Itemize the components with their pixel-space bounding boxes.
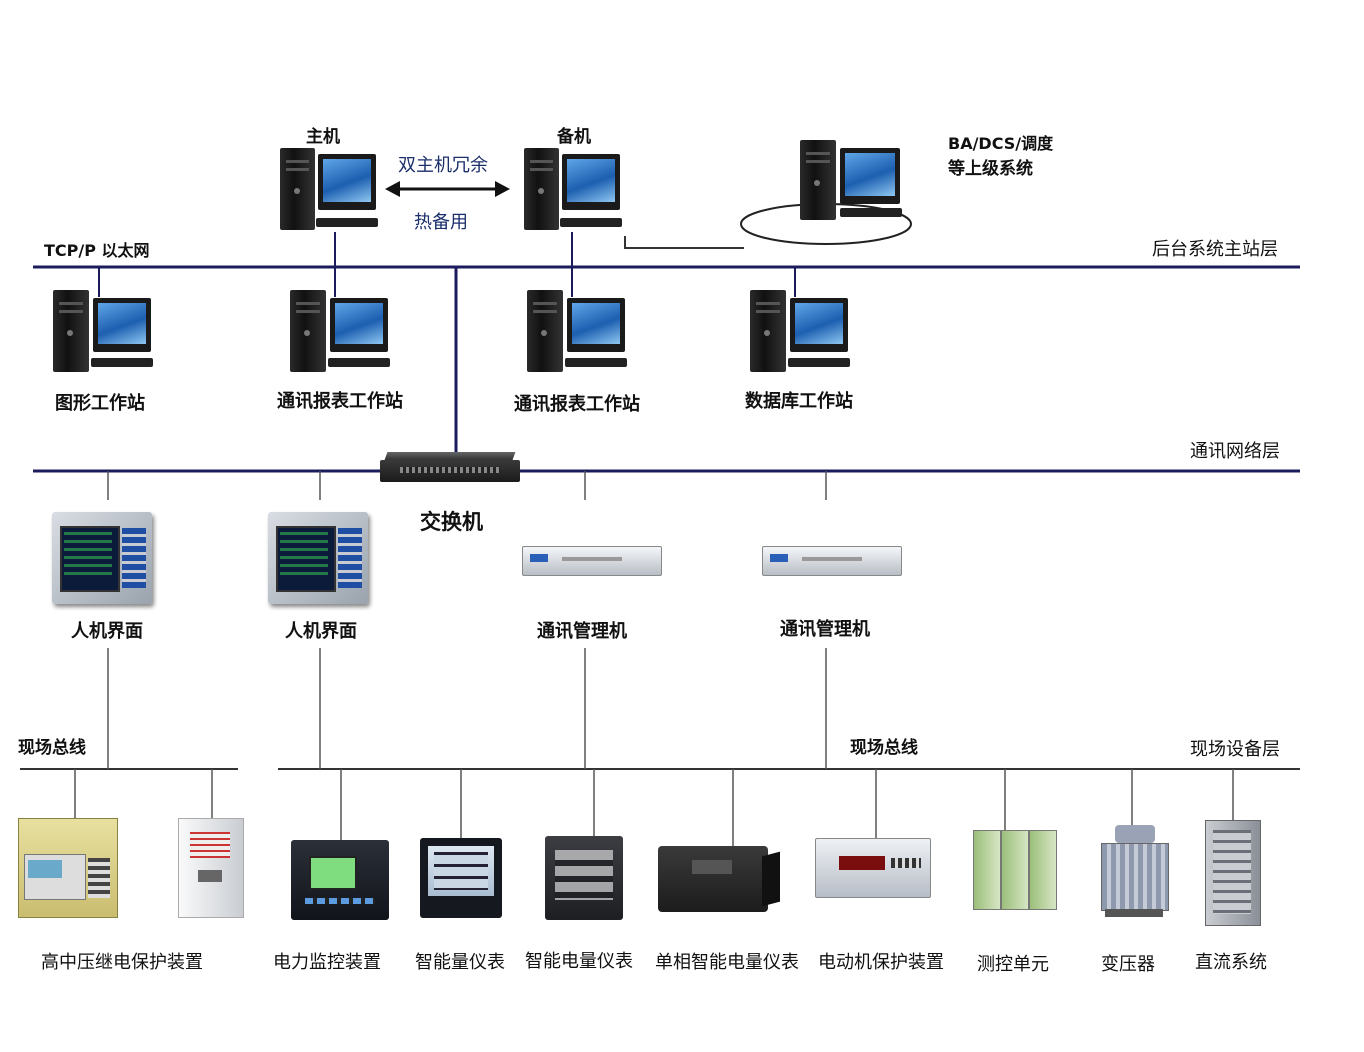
single-phase-meter-icon [658,846,782,916]
protection-unit-icon [178,818,244,918]
graphic-workstation-icon [53,290,153,374]
upper-system-label-2: 等上级系统 [948,159,1033,179]
workstation-label-2: 通讯报表工作站 [277,391,403,412]
backup-computer-icon [524,148,624,234]
field-device-label-6: 电动机保护装置 [818,952,944,973]
field-device-label-7: 测控单元 [977,954,1049,975]
network-switch-icon [380,452,520,484]
comm-manager-icon-2 [762,546,902,578]
fieldbus-left-label: 现场总线 [18,738,86,758]
report-workstation-icon-2 [527,290,627,374]
master-label: 主机 [306,127,340,147]
control-unit-icon [973,830,1059,912]
hot-standby-label: 热备用 [414,212,468,233]
workstation-label-4: 数据库工作站 [745,391,853,412]
hmi-panel-icon-2 [268,512,370,608]
master-computer-icon [280,148,380,234]
transformer-icon [1097,825,1173,921]
comm-manager-label-2: 通讯管理机 [780,619,870,640]
field-device-label-5: 单相智能电量仪表 [655,952,799,973]
report-workstation-icon-1 [290,290,390,374]
fieldbus-right-label: 现场总线 [850,738,918,758]
hmi-panel-icon-1 [52,512,154,608]
smart-power-meter-icon [545,836,625,922]
network-layer-label: 通讯网络层 [1190,441,1280,462]
field-device-label-2: 电力监控装置 [273,952,381,973]
workstation-label-3: 通讯报表工作站 [514,394,640,415]
tcp-ethernet-label: TCP/P 以太网 [44,241,150,260]
master-layer-label: 后台系统主站层 [1152,239,1278,260]
redundancy-label: 双主机冗余 [398,155,488,176]
comm-manager-label-1: 通讯管理机 [537,621,627,642]
field-device-label-4: 智能电量仪表 [525,951,633,972]
comm-manager-icon-1 [522,546,662,578]
smart-meter-icon [420,838,504,922]
field-layer-label: 现场设备层 [1190,739,1280,760]
workstation-label-1: 图形工作站 [55,393,145,414]
motor-protection-icon [815,838,931,900]
hmi-label-2: 人机界面 [285,621,357,642]
upper-system-computer-icon [800,140,904,226]
backup-label: 备机 [557,127,591,147]
database-workstation-icon [750,290,850,374]
field-device-label-3: 智能量仪表 [415,952,505,973]
relay-protection-icon [18,818,118,920]
field-device-label-9: 直流系统 [1195,952,1267,973]
field-device-label-8: 变压器 [1101,954,1155,975]
switch-label: 交换机 [420,510,483,534]
hmi-label-1: 人机界面 [71,621,143,642]
power-monitor-icon [291,840,391,924]
upper-system-label-1: BA/DCS/调度 [948,134,1054,153]
field-device-label-1: 高中压继电保护装置 [41,952,203,973]
dc-cabinet-icon [1205,820,1261,926]
